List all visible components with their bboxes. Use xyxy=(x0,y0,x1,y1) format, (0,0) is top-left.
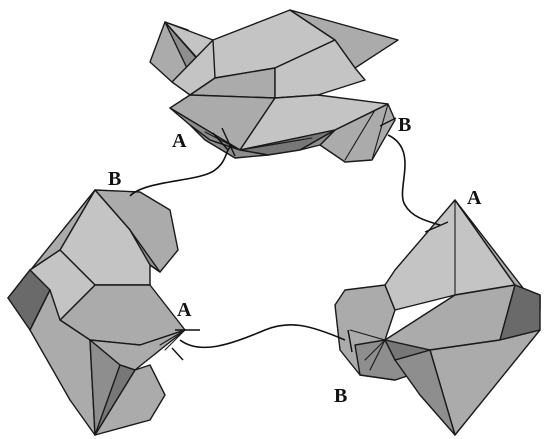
tick-right-b xyxy=(347,329,353,353)
connection-left-a-right-b xyxy=(179,324,346,349)
label-right-a: A xyxy=(467,187,482,209)
label-left-b: B xyxy=(108,168,121,190)
connection-top-b-right-a xyxy=(387,134,441,226)
tick-left-a-2 xyxy=(171,347,184,361)
tick-top-a-1 xyxy=(212,132,229,151)
label-top-b: B xyxy=(398,114,411,136)
right-polyhedron xyxy=(334,199,541,436)
label-left-a: A xyxy=(177,299,192,321)
tick-top-a-2 xyxy=(221,127,236,157)
top-polyhedron xyxy=(149,9,399,163)
label-right-b: B xyxy=(334,385,347,407)
label-top-a: A xyxy=(172,130,187,152)
left-polyhedron xyxy=(7,189,186,436)
connections xyxy=(129,117,449,361)
tick-top-b xyxy=(379,117,397,127)
connection-left-b-top-a xyxy=(129,144,233,197)
tick-right-a xyxy=(424,221,449,233)
